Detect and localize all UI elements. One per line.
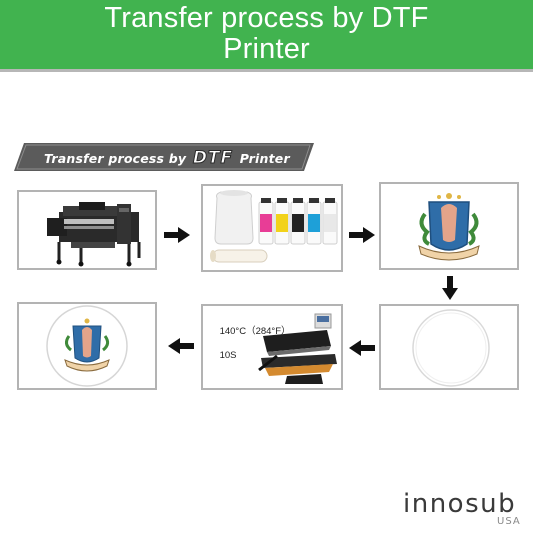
banner-brand: DTF [192,148,234,169]
press-temperature: 140°C（284°F） [219,326,291,337]
ink-bottles-icon [210,190,338,263]
arrow-left-icon [168,338,194,354]
printer-machine-icon [47,202,141,267]
arrow-right-icon [349,227,375,243]
heat-press-icon [258,313,337,384]
step-heat-press: 140°C（284°F） 10S [201,304,343,390]
blank-circle-icon [412,309,490,387]
page-title-line1: Transfer process by DTF [104,2,429,34]
page-title-line2: Printer [223,33,310,65]
printed-coaster-icon [46,305,128,387]
step-printed-transfer [379,182,519,270]
banner-prefix: Transfer process by [44,151,187,166]
process-banner: Transfer process by DTF Printer [14,143,314,171]
step-blank-coaster [379,304,519,390]
arrow-left-icon [349,340,375,356]
step-consumables [201,184,343,272]
header-bar: Transfer process by DTF Printer [0,0,533,72]
press-time: 10S [219,350,237,361]
arrow-down-icon [442,276,458,300]
brand-region: USA [497,516,521,527]
brand-logo: innosub [403,489,517,519]
arrow-right-icon [164,227,190,243]
step-finished-coaster [17,302,157,390]
banner-suffix: Printer [239,151,290,166]
step-dtf-printer [17,190,157,270]
flower-emblem-icon [418,193,480,261]
